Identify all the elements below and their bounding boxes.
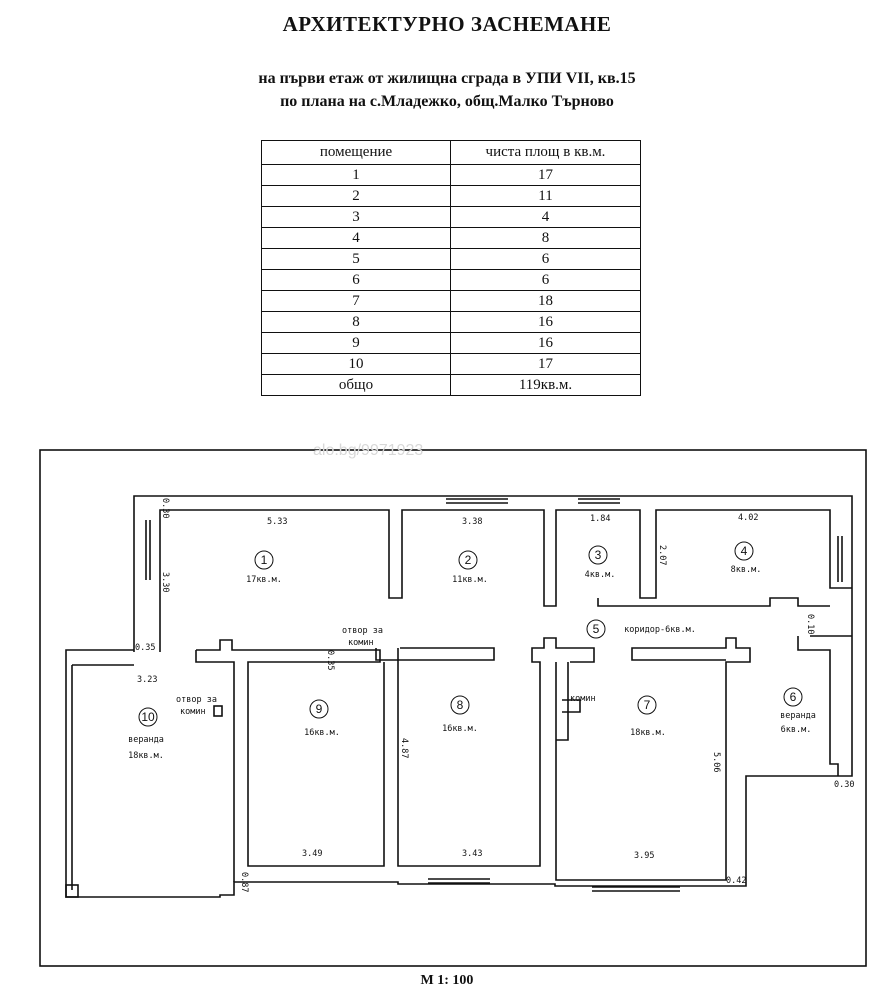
note-label: отвор за (176, 695, 217, 705)
dimension-label: 0.30 (834, 780, 854, 790)
room-number: 10 (141, 710, 155, 724)
room-area: 11кв.м. (452, 575, 488, 585)
watermark-text: alo.bg/9971923 (313, 442, 423, 459)
room-marker (734, 541, 754, 561)
room-area: 16кв.м. (304, 728, 340, 738)
dimension-label: 3.38 (462, 517, 482, 527)
room-area: 18кв.м. (630, 728, 666, 738)
room-name: веранда (780, 711, 816, 721)
room-marker (586, 619, 606, 639)
room-number: 5 (593, 622, 600, 636)
room-number: 3 (595, 548, 602, 562)
interior-outline (159, 509, 852, 652)
room-marker (458, 550, 478, 570)
room-area: 18кв.м. (128, 751, 164, 761)
room-name: коридор-6кв.м. (624, 625, 696, 635)
total-value: 119кв.м. (450, 374, 641, 396)
note-label: комин (180, 707, 206, 717)
subtitle-line-2: по плана на с.Младежко, общ.Малко Търнов… (280, 93, 614, 110)
room-number: 2 (465, 553, 472, 567)
room-marker (783, 687, 803, 707)
cell-area: 17 (450, 164, 641, 186)
room-area: 16кв.м. (442, 724, 478, 734)
dimension-label: 5.06 (711, 752, 721, 772)
room-area: 17кв.м. (246, 575, 282, 585)
room-number: 8 (457, 698, 464, 712)
room-marker (309, 699, 329, 719)
dimension-label: 3.43 (462, 849, 482, 859)
page-title: АРХИТЕКТУРНО ЗАСНЕМАНЕ (282, 12, 612, 36)
dimension-label: 1.84 (590, 514, 610, 524)
dimension-label: 2.07 (657, 545, 667, 565)
exterior-wall (65, 495, 853, 898)
dimension-label: 4.87 (399, 738, 409, 758)
room-area: 6кв.м. (781, 725, 812, 735)
room-number: 7 (644, 698, 651, 712)
room-marker (637, 695, 657, 715)
dimension-label: 3.23 (137, 675, 157, 685)
room-area: 8кв.м. (731, 565, 762, 575)
room-area: 4кв.м. (585, 570, 616, 580)
room-number: 1 (261, 553, 268, 567)
dimension-label: 0.87 (239, 872, 249, 892)
room-marker (450, 695, 470, 715)
plan-frame (39, 449, 867, 967)
table-header-row: помещение чиста площ в кв.м. (261, 140, 641, 165)
room-number: 6 (790, 690, 797, 704)
dimension-label: 0.35 (135, 643, 155, 653)
dimension-label: 0.30 (160, 498, 170, 518)
room-number: 4 (741, 544, 748, 558)
dimension-label: 3.49 (302, 849, 322, 859)
note-label: комин (348, 638, 374, 648)
room-number: 9 (316, 702, 323, 716)
col-room-header: помещение (261, 140, 451, 165)
room-marker (138, 707, 158, 727)
dimension-label: 4.02 (738, 513, 758, 523)
dimension-label: 5.33 (267, 517, 287, 527)
dimension-label: 3.30 (160, 572, 170, 592)
dimension-label: 0.35 (325, 650, 335, 670)
scale-label: М 1: 100 (420, 973, 474, 988)
dimension-label: 0.10 (805, 614, 815, 634)
subtitle-line-1: на първи етаж от жилищна сграда в УПИ VI… (258, 70, 636, 87)
note-label: отвор за (342, 626, 383, 636)
room-name: веранда (128, 735, 164, 745)
room-marker (254, 550, 274, 570)
note-label: комин (570, 694, 596, 704)
room-marker (588, 545, 608, 565)
dimension-label: 0.42 (726, 876, 746, 886)
dimension-label: 3.95 (634, 851, 654, 861)
